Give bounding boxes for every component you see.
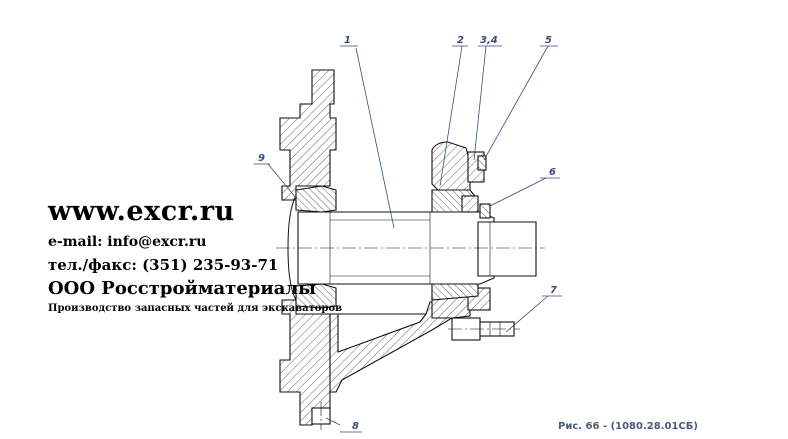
housing-flange	[279, 69, 337, 201]
leader-8	[325, 417, 341, 426]
housing-right-upper	[431, 141, 471, 191]
left-bearing	[295, 185, 337, 213]
watermark-phone: тел./факс: (351) 235-93-71	[48, 256, 279, 274]
callout-6: 6	[549, 167, 556, 178]
callout-2: 2	[457, 35, 464, 46]
nut	[461, 195, 479, 213]
watermark-tagline: Производство запасных частей для экскава…	[48, 303, 343, 314]
leader-9	[267, 163, 297, 199]
seal-ring	[477, 155, 487, 171]
callout-1: 1	[344, 35, 351, 46]
figure-caption: Рис. 66 - (1080.28.01СБ)	[558, 421, 698, 432]
callout-3-4: 3,4	[480, 35, 498, 46]
watermark-email: e-mail: info@excr.ru	[48, 234, 207, 250]
leader-6	[489, 177, 547, 207]
leader-7	[505, 295, 549, 333]
callout-9: 9	[258, 153, 265, 164]
leader-34	[473, 45, 487, 161]
callout-8: 8	[352, 421, 359, 432]
washer	[479, 203, 491, 219]
housing-cone-inner	[337, 313, 428, 353]
callout-5: 5	[545, 35, 552, 46]
leader-5	[483, 45, 549, 161]
housing-flange-lower	[279, 299, 337, 426]
callout-7: 7	[550, 285, 557, 296]
watermark-company: ООО Росстройматериалы	[48, 278, 317, 299]
shaft-end	[477, 221, 537, 277]
leader-1	[355, 47, 395, 229]
watermark-site: www.excr.ru	[48, 196, 235, 227]
leader-2	[439, 45, 463, 187]
